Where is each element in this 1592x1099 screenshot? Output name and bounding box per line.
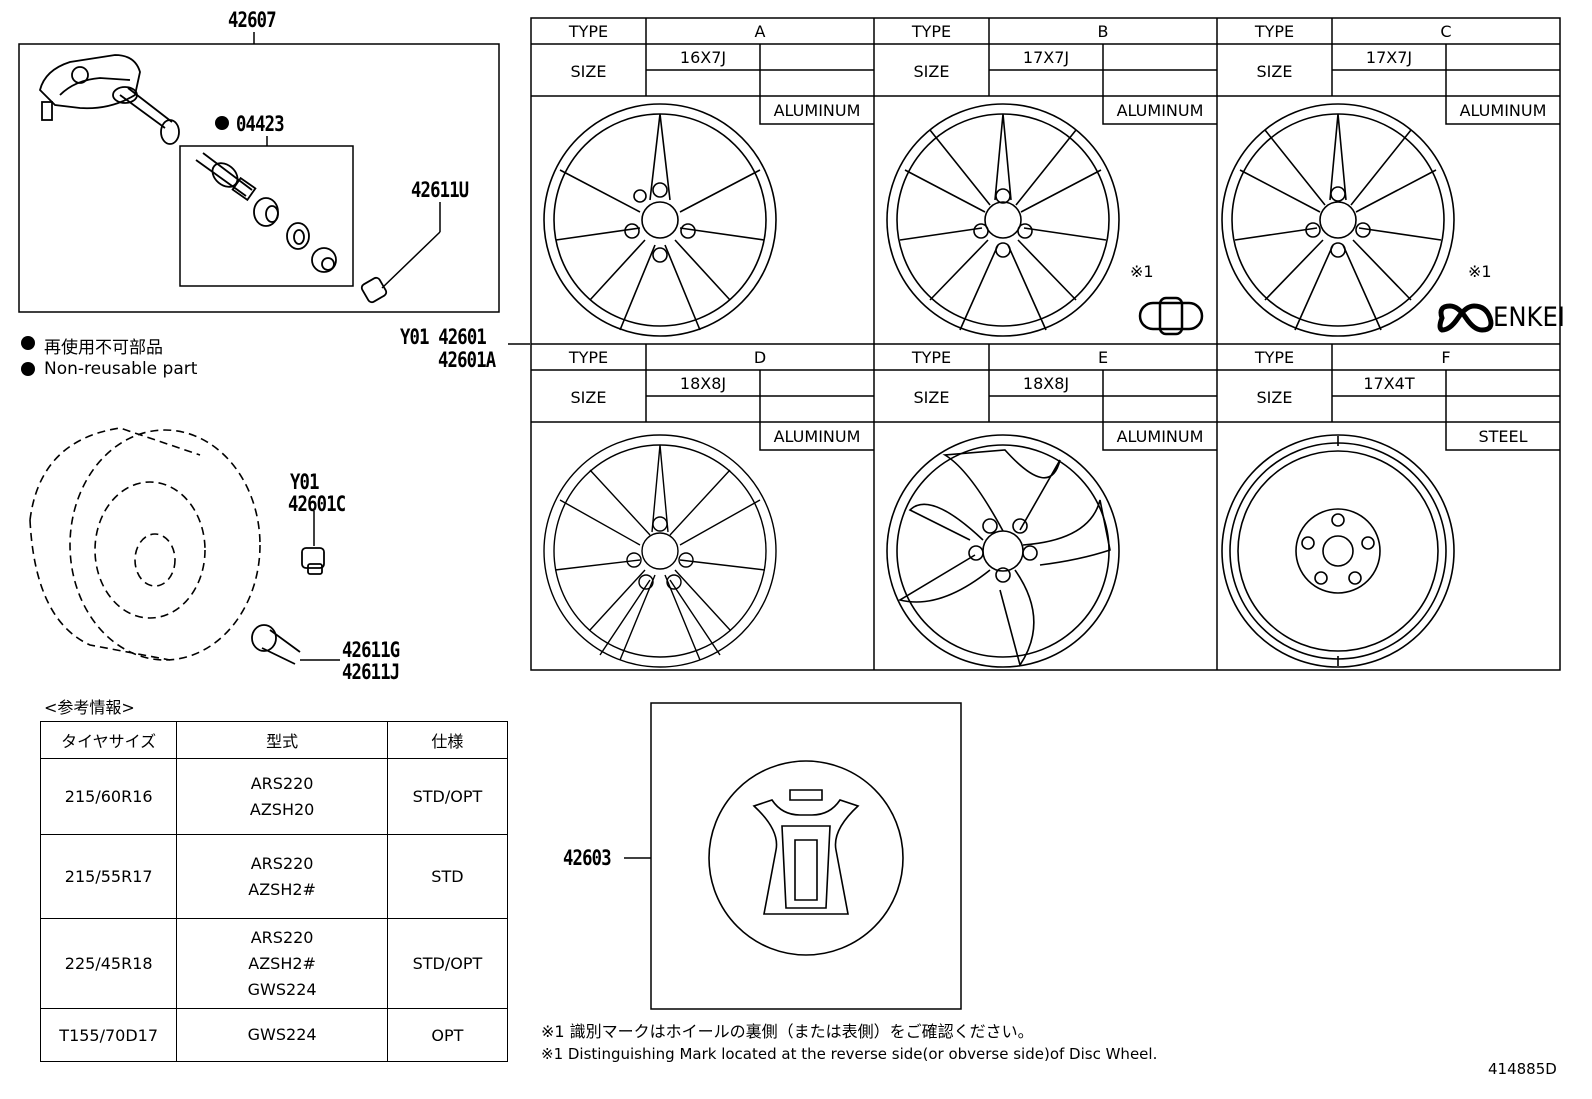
footnote-en: ※1 Distinguishing Mark located at the re… (541, 1045, 1158, 1063)
part-number-42611U[interactable]: 42611U (411, 178, 469, 202)
mark-note-c: ※1 (1468, 262, 1492, 281)
material-a: ALUMINUM (773, 101, 861, 120)
reference-title: <参考情報> (44, 698, 135, 717)
ornament-emblem-icon (708, 760, 904, 956)
size-label-e: SIZE (913, 388, 950, 407)
part-number-42601A[interactable]: 42601A (438, 348, 496, 372)
legend-jp: 再使用不可部品 (44, 338, 163, 358)
tire-size-cell: T155/70D17 (39, 1008, 178, 1062)
type-value-b: B (1097, 22, 1109, 41)
part-number-42611J[interactable]: 42611J (342, 660, 400, 684)
size-value-d: 18X8J (679, 374, 727, 393)
type-label-d: TYPE (568, 348, 609, 367)
mark-note-b: ※1 (1130, 262, 1154, 281)
material-e: ALUMINUM (1116, 427, 1204, 446)
size-label-a: SIZE (570, 62, 607, 81)
material-d: ALUMINUM (773, 427, 861, 446)
footnote-jp: ※1 識別マークはホイールの裏側（または表側）をご確認ください。 (541, 1022, 1034, 1041)
wheel-e-icon (886, 434, 1120, 668)
type-value-a: A (754, 22, 766, 41)
part-number-04423[interactable]: 04423 (236, 112, 285, 136)
material-c: ALUMINUM (1459, 101, 1547, 120)
size-value-c: 17X7J (1365, 48, 1413, 67)
type-label-f: TYPE (1254, 348, 1295, 367)
size-label-d: SIZE (570, 388, 607, 407)
type-value-e: E (1097, 348, 1109, 367)
model-cell: GWS224 (176, 1008, 388, 1062)
size-label-b: SIZE (913, 62, 950, 81)
enkei-logo-icon (1437, 303, 1494, 333)
part-number-42601[interactable]: Y01 42601 (400, 325, 487, 349)
wheel-grid-lines (530, 17, 1561, 671)
table-row: T155/70D17 GWS224 OPT (39, 1008, 509, 1062)
brand-c: ENKEI (1493, 302, 1565, 333)
size-label-c: SIZE (1256, 62, 1293, 81)
spec-cell: STD (386, 834, 509, 919)
part-number-y01[interactable]: Y01 (290, 470, 319, 494)
wheel-b-icon (886, 103, 1120, 337)
header-spec: 仕様 (386, 721, 509, 759)
nut-icon (311, 247, 337, 273)
washer-icon (286, 222, 310, 250)
tpms-drawing (18, 32, 530, 665)
part-number-42607[interactable]: 42607 (228, 8, 277, 32)
spec-cell: STD/OPT (386, 918, 509, 1009)
valve-stem-icon (251, 547, 340, 665)
header-model: 型式 (176, 721, 388, 759)
type-label-a: TYPE (568, 22, 609, 41)
size-value-f: 17X4T (1363, 374, 1415, 393)
size-value-a: 16X7J (679, 48, 727, 67)
part-number-42603[interactable]: 42603 (563, 846, 612, 870)
material-f: STEEL (1478, 427, 1528, 446)
valve-core-icon (195, 152, 257, 202)
tire-size-cell: 215/60R16 (39, 758, 178, 835)
type-value-d: D (753, 348, 767, 367)
legend-en: Non-reusable part (44, 359, 198, 379)
size-value-b: 17X7J (1022, 48, 1070, 67)
diagram-id: 414885D (1488, 1060, 1557, 1078)
type-label-e: TYPE (911, 348, 952, 367)
wheel-f-icon (1221, 434, 1455, 668)
part-number-42611G[interactable]: 42611G (342, 638, 400, 662)
type-label-c: TYPE (1254, 22, 1295, 41)
wheel-d-icon (543, 434, 777, 668)
tire-size-cell: 225/45R18 (39, 918, 178, 1009)
type-label-b: TYPE (911, 22, 952, 41)
tire-icon (69, 429, 261, 661)
tire-size-cell: 215/55R17 (39, 834, 178, 919)
wheel-a-icon (543, 103, 777, 337)
valve-cap-icon (360, 276, 388, 304)
tpms-sensor-icon (39, 54, 180, 145)
type-value-c: C (1440, 22, 1452, 41)
grommet-icon (253, 197, 279, 227)
size-value-e: 18X8J (1022, 374, 1070, 393)
spec-cell: OPT (386, 1008, 509, 1062)
wheel-c-icon (1221, 103, 1455, 337)
material-b: ALUMINUM (1116, 101, 1204, 120)
type-value-f: F (1441, 348, 1451, 367)
size-label-f: SIZE (1256, 388, 1293, 407)
mark-b-icon (1138, 296, 1204, 336)
part-number-42601C[interactable]: 42601C (288, 492, 346, 516)
non-reusable-dot-icon (215, 116, 229, 130)
